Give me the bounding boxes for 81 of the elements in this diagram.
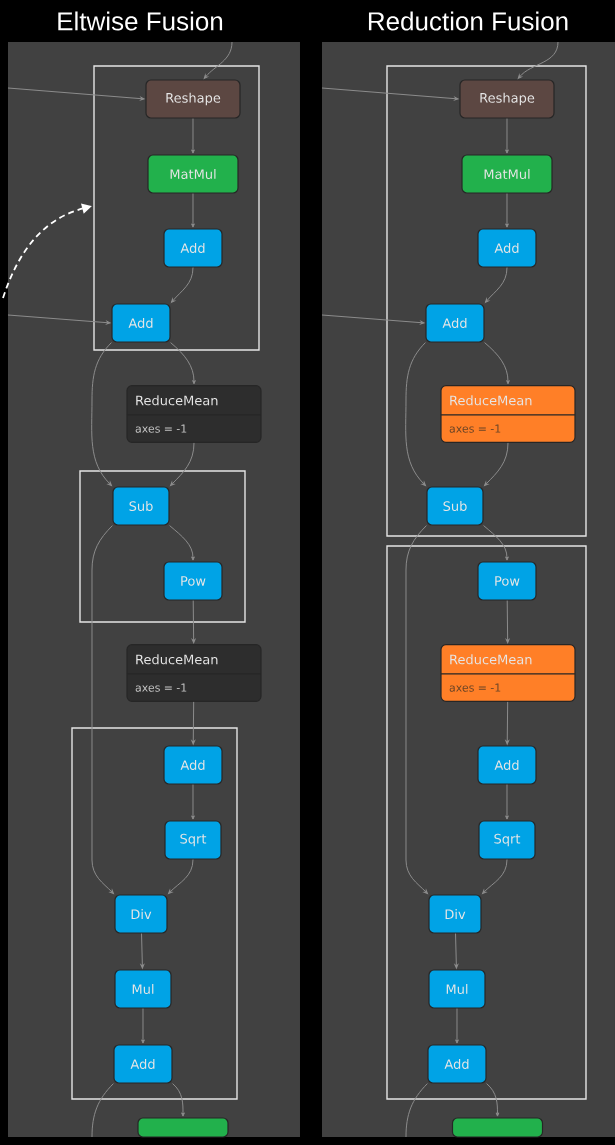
node-label: ReduceMean [450,395,532,406]
panel-title: Eltwise Fusion [58,11,223,31]
arrow [191,193,195,228]
operator-box: ReduceMean axes = -1 [126,385,262,443]
operator-box: Sub [112,486,170,526]
fusion-box [71,727,238,1100]
operator-box: Reshape [459,79,555,119]
arrow [91,525,114,894]
operator-box: Add [163,745,223,785]
fusion-box [79,470,246,623]
arrow [191,600,196,644]
node-label: axes = -1 [449,424,501,433]
operator-box [137,1117,229,1138]
arrow [141,1008,145,1044]
arrow [505,701,510,745]
arrow [170,342,196,385]
arrow [91,342,112,486]
arrow [168,859,194,894]
fusion-box [93,65,260,351]
arrow [169,525,195,561]
operator-box: MatMul [461,154,553,194]
arrow [454,933,459,969]
operator-box: Add [111,303,171,343]
operator-box: Add [477,228,537,268]
operator-box: Mul [428,969,486,1009]
operator-box: Sub [426,486,484,526]
connector-line [405,1083,428,1138]
arrow [517,41,559,79]
arrow [505,784,509,820]
arrow [505,193,509,228]
operator-box: MatMul [147,154,239,194]
operator-box: Pow [163,561,223,601]
operator-box: Mul [114,969,172,1009]
arrow [203,41,233,79]
arrow [505,600,510,644]
arrow [191,701,196,745]
node-label: axes = -1 [135,424,187,433]
arrow [484,267,508,303]
arrow [321,314,425,325]
operator-box: ReduceMean axes = -1 [440,644,576,702]
arrow [484,342,510,385]
operator-box: ReduceMean axes = -1 [126,644,262,702]
arrow [7,314,111,325]
operator-box: Add [113,1044,173,1084]
node-label: axes = -1 [135,683,187,692]
operator-box: Sqrt [478,820,536,860]
arrow [486,1083,500,1117]
arrow [405,525,428,894]
operator-box: Sqrt [164,820,222,860]
operator-box: Pow [477,561,537,601]
fusion-box [386,545,587,1100]
operator-box [451,1117,544,1138]
arrow [191,784,195,820]
operator-box: ReduceMean axes = -1 [440,385,576,443]
operator-box: Add [425,303,485,343]
node-label: ReduceMean [450,654,532,665]
operator-box: Div [114,894,168,934]
node-label: ReduceMean [136,395,218,406]
arrow [405,342,426,486]
operator-box: Add [163,228,223,268]
arrow [455,1008,459,1044]
arrow [321,87,459,101]
arrow [191,118,195,154]
arrow [140,933,145,969]
panel-title: Reduction Fusion [368,11,568,31]
operator-box: Div [428,894,482,934]
operator-box: Add [477,745,537,785]
arrow [7,87,145,101]
arrow [170,442,195,486]
connector-line [91,1083,114,1138]
node-label: ReduceMean [136,654,218,665]
arrow [482,859,508,894]
operator-box: Add [427,1044,487,1084]
fusion-box [386,65,587,537]
arrow [172,1083,185,1117]
operator-box: Reshape [145,79,241,119]
arrow [483,525,509,561]
arrow [484,442,509,486]
node-label: axes = -1 [449,683,501,692]
arrow [505,118,509,154]
arrow [170,267,194,303]
